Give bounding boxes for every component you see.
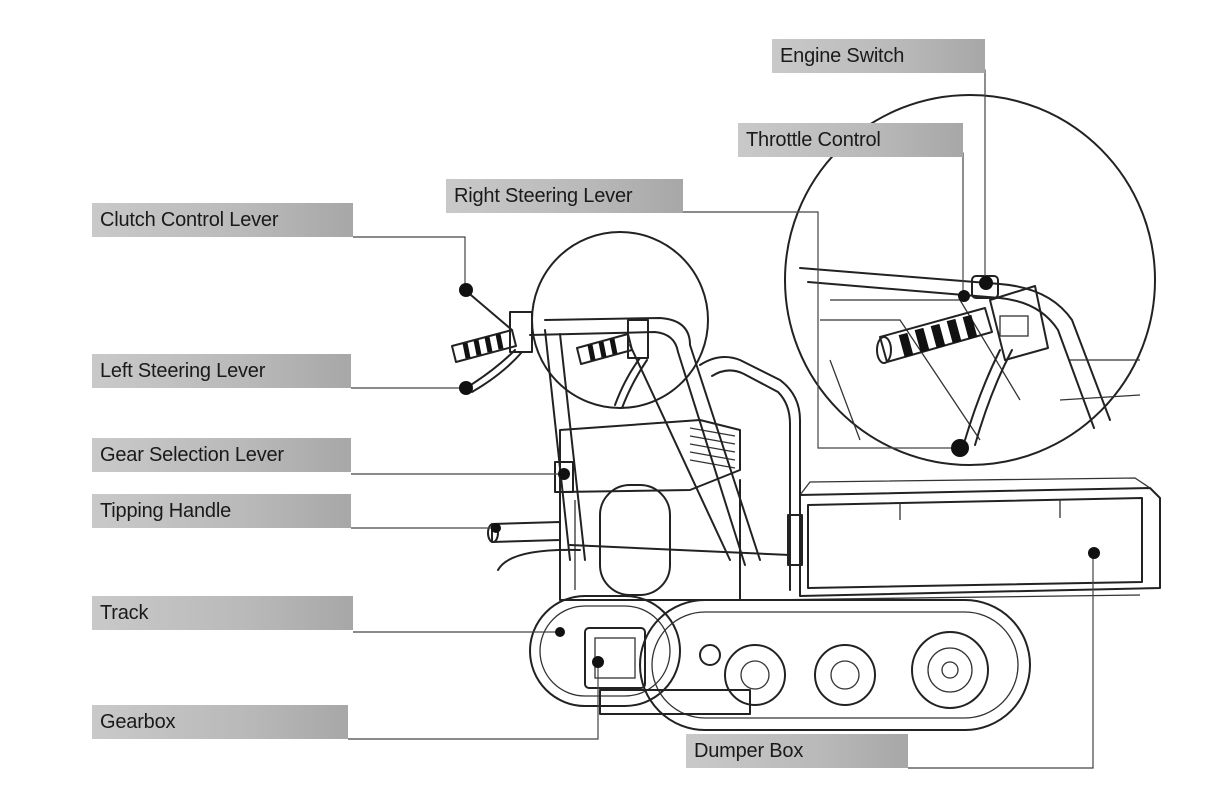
left-steering-lever-label: Left Steering Lever [92, 354, 351, 388]
clutch-control-lever-label: Clutch Control Lever [92, 203, 353, 237]
track-label: Track [92, 596, 353, 630]
throttle-control-label: Throttle Control [738, 123, 963, 157]
clutch-control-leader [353, 236, 466, 287]
throttle-control-marker [958, 290, 970, 302]
gearbox-marker [592, 656, 604, 668]
clutch-control-marker [459, 283, 473, 297]
callout-markers [459, 276, 1100, 668]
dumper-box-leader [908, 555, 1094, 769]
detail-magnifier-circle [784, 94, 1156, 466]
gearbox-leader [348, 663, 599, 740]
gear-selection-lever-label: Gear Selection Lever [92, 438, 351, 472]
left-steering-marker [459, 381, 473, 395]
engine-switch-marker [979, 276, 993, 290]
leader-lines [348, 69, 1094, 769]
dumper-body [451, 289, 1161, 731]
dumper-box-marker [1088, 547, 1100, 559]
detail-handlebar-view [799, 267, 1141, 446]
track-marker [555, 627, 565, 637]
dumper-box-label: Dumper Box [686, 734, 908, 768]
right-steering-leader [683, 211, 955, 449]
engine-switch-label: Engine Switch [772, 39, 985, 73]
right-steering-marker [951, 439, 969, 457]
gear-selection-marker [558, 468, 570, 480]
right-steering-lever-label: Right Steering Lever [446, 179, 683, 213]
gearbox-label: Gearbox [92, 705, 348, 739]
tipping-handle-label: Tipping Handle [92, 494, 351, 528]
throttle-control-leader [900, 152, 964, 295]
tipping-handle-marker [491, 523, 501, 533]
